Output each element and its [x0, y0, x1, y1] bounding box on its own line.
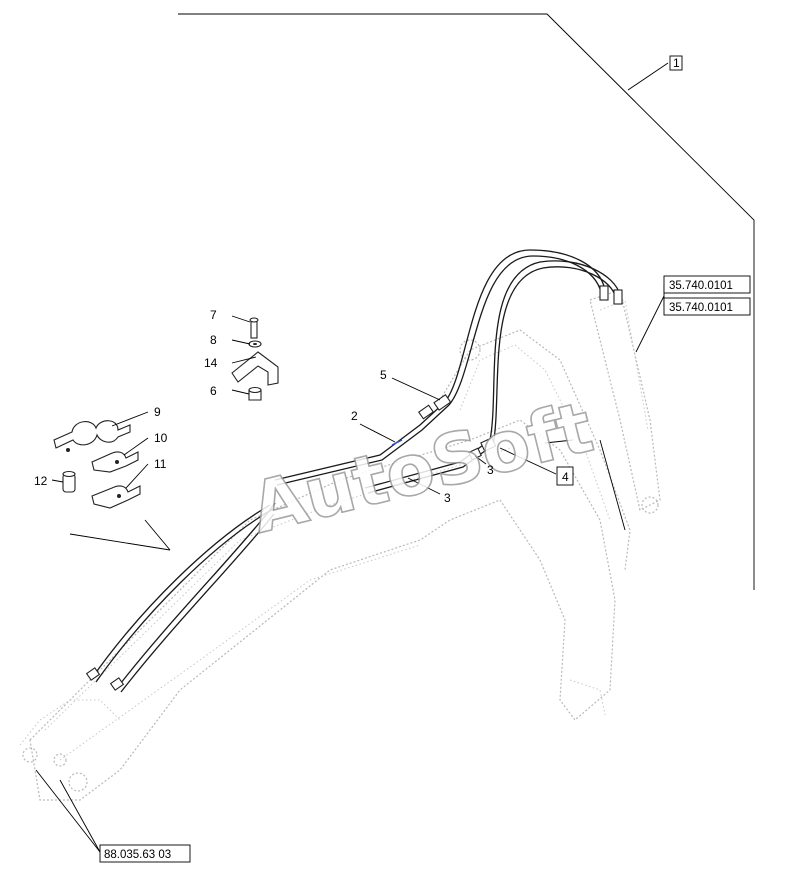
bracket-14: [231, 351, 279, 386]
ref-box-lower: [663, 297, 751, 316]
clamp-11: [91, 485, 141, 509]
pin-12: [62, 470, 76, 493]
callout-10: 10: [154, 431, 168, 445]
callout-7: 7: [210, 308, 217, 322]
callout-14: 14: [204, 356, 218, 370]
callout-6: 6: [210, 384, 217, 398]
reference-boxes: 35.740.0101 35.740.0101 88.035.63 03: [99, 275, 751, 863]
ref-box-bottom: [99, 844, 191, 863]
callout-12: 12: [34, 474, 48, 488]
ref-upper: 35.740.0101: [669, 280, 733, 292]
clamp-10: [91, 451, 139, 473]
ref-bottom: 88.035.63 03: [104, 849, 171, 861]
boom-outline: [19, 289, 661, 801]
callout-4: 4: [562, 470, 569, 484]
callout-3-upper: 3: [487, 463, 494, 477]
callout-1-box: [669, 55, 683, 71]
callout-2: 2: [351, 409, 358, 423]
hose-lines: [91, 249, 621, 693]
leader-lines: [35, 285, 665, 853]
callout-5: 5: [380, 368, 387, 382]
callout-9: 9: [154, 405, 161, 419]
bolt-7: [249, 317, 259, 339]
washer-8: [248, 340, 262, 348]
ref-box-upper: [663, 275, 751, 294]
callout-4-box: [556, 466, 574, 486]
assembly-bracket-line: [178, 13, 755, 590]
clamp-9: [53, 420, 131, 452]
callout-11: 11: [154, 457, 167, 471]
callout-8: 8: [210, 333, 217, 347]
callout-labels: 1 2 3 3 4 5 6 7 8 9 10 11 12 14: [34, 55, 683, 505]
nut-6: [248, 386, 262, 401]
callout-1: 1: [673, 56, 680, 70]
ref-lower: 35.740.0101: [669, 302, 733, 314]
callout-3-lower: 3: [444, 491, 451, 505]
